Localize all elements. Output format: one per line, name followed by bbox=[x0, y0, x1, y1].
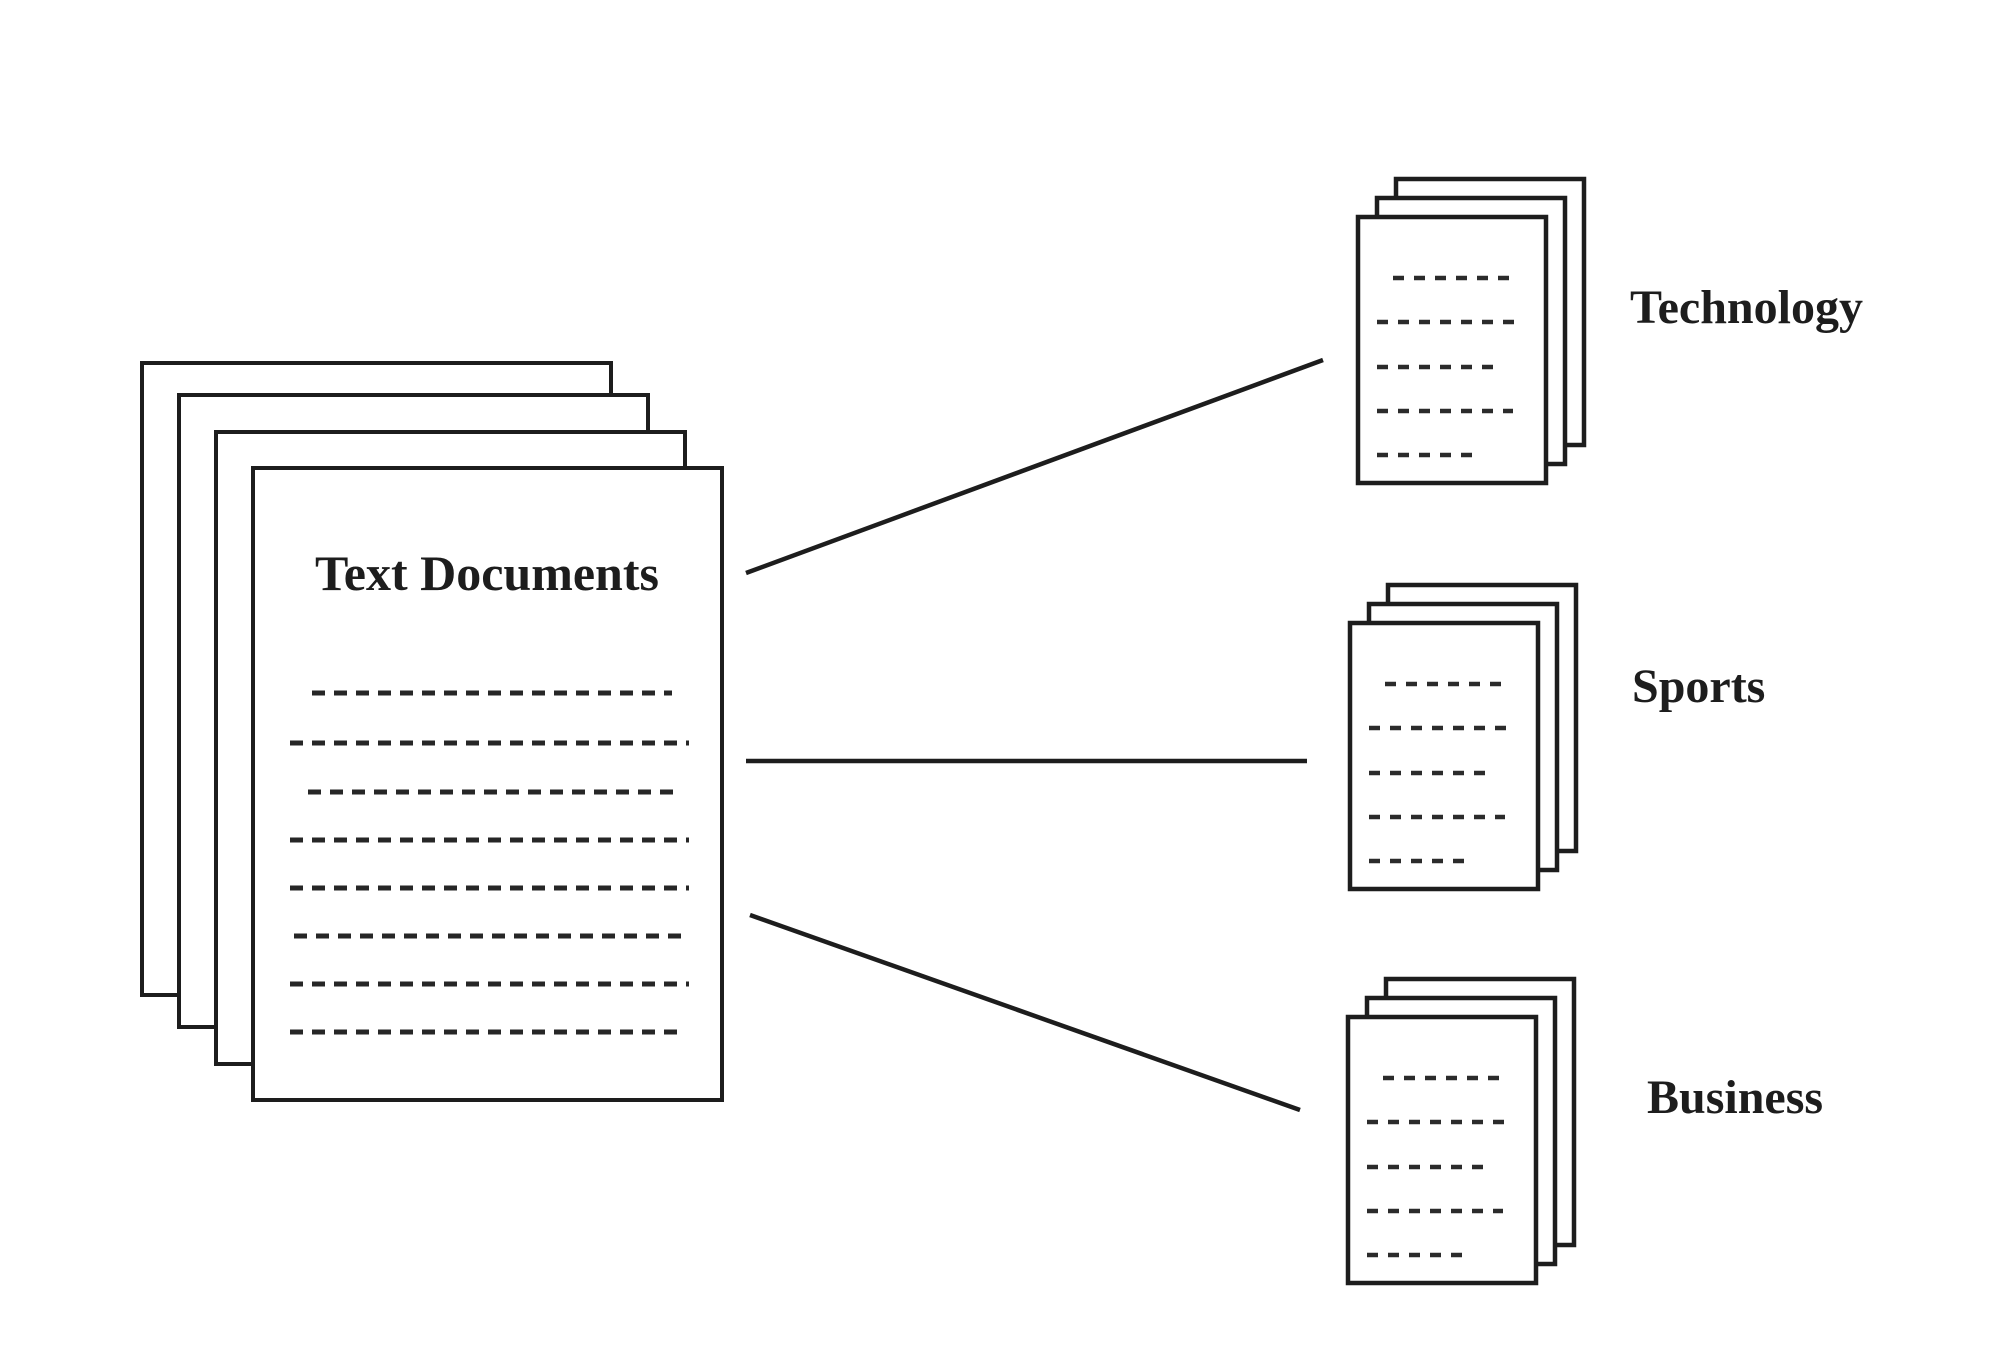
business-body-text-lines bbox=[1367, 1075, 1508, 1258]
category-stack-sports: Sports bbox=[1347, 582, 1765, 892]
category-label-sports: Sports bbox=[1632, 660, 1765, 713]
connector-business-line bbox=[749, 912, 1301, 1113]
technology-body-text-lines bbox=[1377, 275, 1518, 458]
technology-sheet-front bbox=[1355, 214, 1549, 486]
sports-body-text-lines bbox=[1369, 681, 1510, 864]
source-body-text-lines bbox=[290, 690, 689, 1035]
source-stack-title: Text Documents bbox=[315, 545, 659, 601]
connectors bbox=[745, 357, 1324, 1113]
connector-technology-line bbox=[745, 357, 1324, 576]
sports-sheet-front bbox=[1347, 620, 1541, 892]
business-sheet-front bbox=[1345, 1014, 1539, 1286]
category-stack-business: Business bbox=[1345, 976, 1823, 1286]
source-sheet-front bbox=[251, 466, 724, 1102]
source-document-stack: Text Documents bbox=[140, 361, 724, 1102]
category-label-technology: Technology bbox=[1630, 281, 1863, 334]
category-stack-technology: Technology bbox=[1355, 176, 1863, 486]
category-label-business: Business bbox=[1647, 1071, 1823, 1124]
